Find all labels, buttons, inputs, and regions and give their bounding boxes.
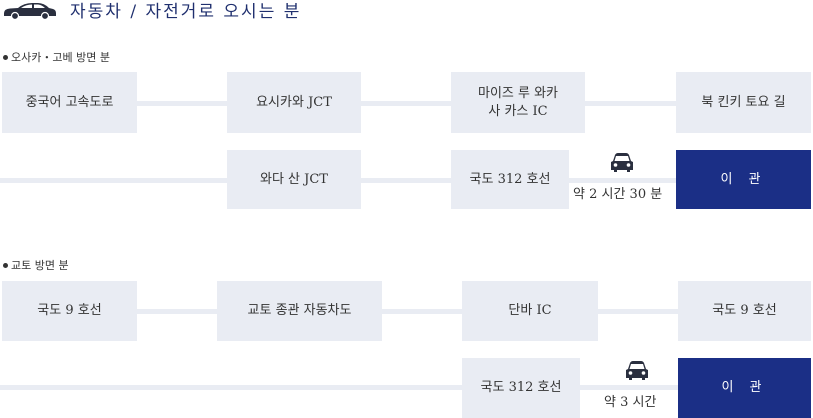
bullet-icon: [3, 54, 8, 60]
travel-time: 약 2 시간 30 분: [569, 186, 667, 204]
section-label-kyoto: 교토 방면 분: [3, 259, 69, 273]
route-stop-label: 단바 IC: [508, 303, 552, 318]
car-icon: [611, 153, 633, 172]
route-stop: 중국어 고속도로: [2, 72, 137, 133]
route-stop: 북 킨키 토요 길: [676, 72, 811, 133]
route-stop-label: 국도 9 호선: [712, 303, 777, 318]
route-stop: 와다 산 JCT: [227, 150, 361, 209]
route-stop-label: 국도 9 호선: [37, 303, 102, 318]
route-stop-label: 국도 312 호선: [469, 171, 551, 187]
route-connector: [0, 178, 227, 183]
route-connector: [569, 178, 676, 183]
route-connector: [361, 178, 451, 183]
route-connector: [382, 309, 462, 314]
route-connector: [137, 101, 227, 106]
route-stop: 국도 312 호선: [462, 358, 580, 418]
route-stop: 요시카와 JCT: [227, 72, 361, 133]
route-stop: 교토 종관 자동차도: [217, 281, 382, 341]
route-stop: 국도 312 호선: [451, 150, 569, 209]
route-stop-label: 교토 종관 자동차도: [247, 303, 352, 318]
route-stop-label: 와다 산 JCT: [260, 171, 328, 187]
route-stop: 마이즈 루 와카 사 카스 IC: [451, 72, 585, 133]
route-connector: [585, 101, 676, 106]
route-stop: 국도 9 호선: [2, 281, 137, 341]
route-stop-label: 중국어 고속도로: [25, 94, 114, 110]
route-connector: [137, 309, 217, 314]
page-title: 자동차 / 자전거로 오시는 분: [70, 2, 302, 22]
route-connector: [361, 101, 451, 106]
route-stop-label: 요시카와 JCT: [256, 94, 332, 110]
car-icon: [626, 361, 648, 380]
destination-label: 이 관: [721, 380, 768, 395]
route-stop: 단바 IC: [462, 281, 598, 341]
section-label-text: 교토 방면 분: [11, 259, 69, 272]
route-stop-label: 마이즈 루 와카 사 카스 IC: [477, 85, 559, 119]
route-connector: [580, 385, 678, 390]
destination-label: 이 관: [720, 171, 767, 187]
car-icon: [4, 3, 56, 20]
route-connector: [0, 385, 462, 390]
destination-box: 이 관: [678, 358, 811, 418]
route-stop: 국도 9 호선: [678, 281, 811, 341]
travel-time: 약 3 시간: [600, 394, 661, 412]
route-stop-label: 북 킨키 토요 길: [701, 94, 786, 110]
route-connector: [598, 309, 678, 314]
destination-box: 이 관: [676, 150, 811, 209]
bullet-icon: [3, 262, 8, 268]
section-label-osaka-kobe: 오사카・고베 방면 분: [3, 51, 110, 65]
section-label-text: 오사카・고베 방면 분: [11, 51, 110, 64]
route-stop-label: 국도 312 호선: [480, 380, 562, 395]
